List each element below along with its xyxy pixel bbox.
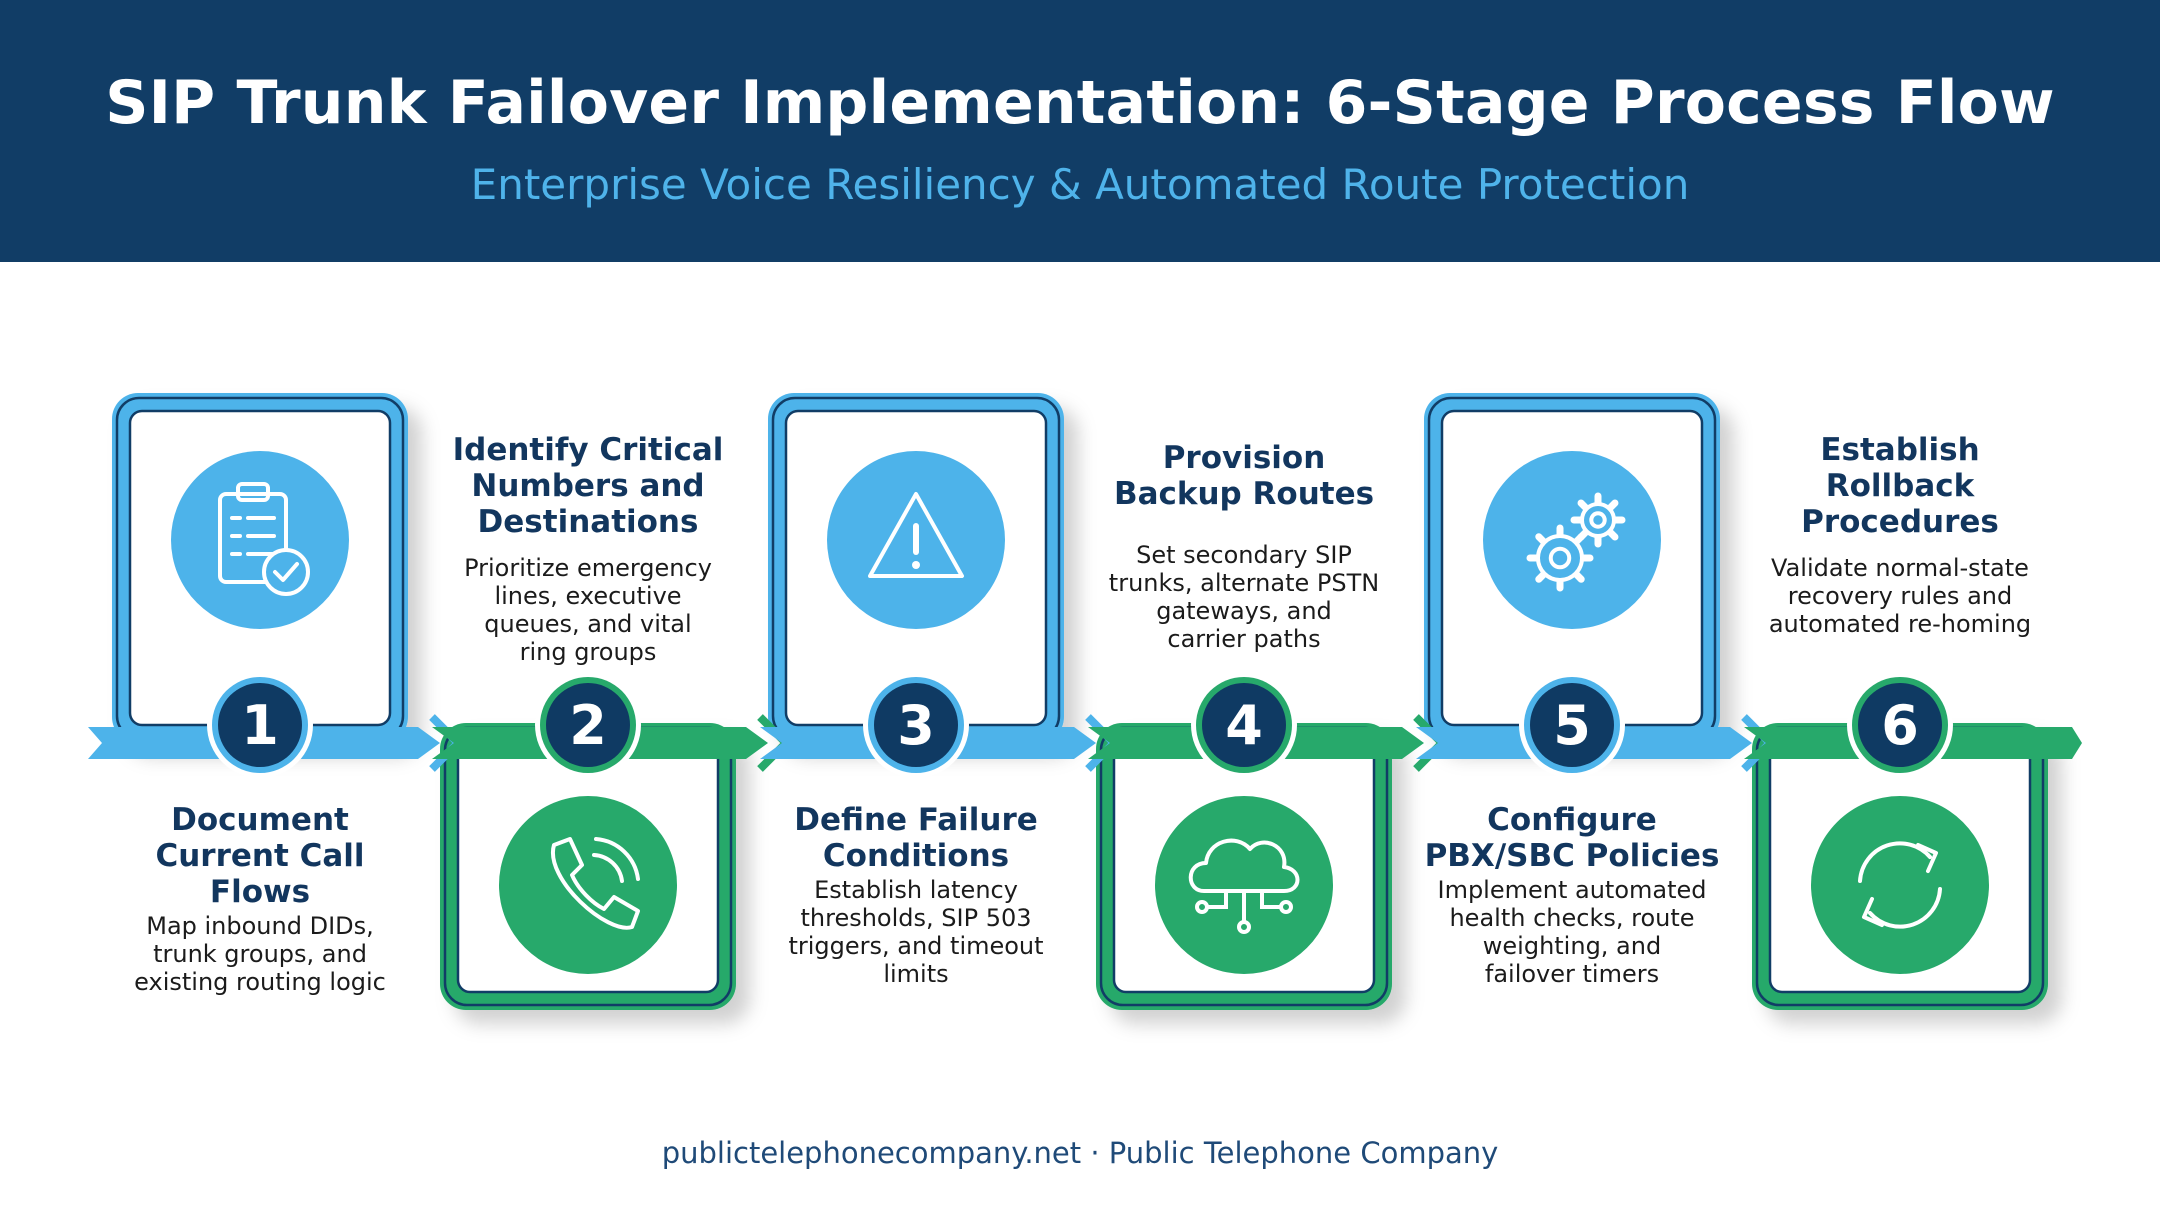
warning-triangle-icon [868,492,964,578]
stage-description-3-line: limits [883,960,949,988]
stage-card-1 [112,393,408,743]
stage-description-4-line: carrier paths [1167,625,1321,653]
stage-title-6-line: Establish [1820,432,1980,468]
stage-description-3-line: Establish latency [814,876,1018,904]
svg-text:4: 4 [1225,694,1263,757]
page-title: SIP Trunk Failover Implementation: 6-Sta… [105,68,2055,138]
stage-title-2-line: Numbers and [471,468,705,504]
stage-description-1-line: Map inbound DIDs, [146,912,374,940]
svg-text:5: 5 [1553,694,1591,757]
stage-title-5-line: Configure [1487,802,1657,838]
stage-card-4 [1096,723,1392,1010]
stage-title-4-line: Provision [1162,440,1326,476]
phone-ringing-icon [550,837,640,930]
stage-number-badge-4: 4 [1191,672,1297,778]
stage-title-5-line: PBX/SBC Policies [1424,838,1720,874]
refresh-cycle-icon [1858,841,1942,929]
stage-title-1-line: Current Call [155,838,365,874]
clipboard-check-icon [218,482,310,596]
stage-description-6-line: Validate normal-state [1771,554,2029,582]
stage-description-3-line: triggers, and timeout [788,932,1044,960]
stage-title-6-line: Rollback [1825,468,1975,504]
stage-description-4-line: trunks, alternate PSTN [1108,569,1380,597]
stage-number-badge-6: 6 [1847,672,1953,778]
stage-number-badge-5: 5 [1519,672,1625,778]
stage-description-2-line: ring groups [519,638,657,666]
stage-title-4-line: Backup Routes [1113,476,1375,512]
stage-number-badge-2: 2 [535,672,641,778]
stage-description-5-line: weighting, and [1482,932,1662,960]
stage-description-6-line: recovery rules and [1787,582,2013,610]
cloud-network-icon [1188,838,1300,934]
stage-description-3-line: thresholds, SIP 503 [800,904,1032,932]
stage-description-4-line: gateways, and [1156,597,1332,625]
stage-title-2-line: Identify Critical [452,432,724,468]
stage-description-5-line: health checks, route [1449,904,1695,932]
stage-number-badge-1: 1 [207,672,313,778]
stage-description-5-line: Implement automated [1437,876,1707,904]
stage-description-1-line: existing routing logic [134,968,386,996]
svg-text:3: 3 [897,694,935,757]
stage-description-1-line: trunk groups, and [153,940,367,968]
stage-description-2-line: Prioritize emergency [464,554,712,582]
stage-description-6-line: automated re-homing [1768,610,2032,638]
svg-text:1: 1 [241,694,279,757]
header-banner: SIP Trunk Failover Implementation: 6-Sta… [0,0,2160,262]
stage-title-3-line: Define Failure [794,802,1038,838]
svg-text:6: 6 [1881,694,1919,757]
footer-credit: publictelephonecompany.net · Public Tele… [661,1136,1499,1170]
stage-title-6-line: Procedures [1801,504,1999,540]
stage-title-2-line: Destinations [477,504,699,540]
stage-description-2-line: lines, executive [494,582,682,610]
stage-card-2 [440,723,736,1010]
stage-description-2-line: queues, and vital [484,610,692,638]
svg-text:2: 2 [569,694,607,757]
stage-card-6 [1752,723,2048,1010]
stage-title-1-line: Flows [209,874,311,910]
stage-description-5-line: failover timers [1484,960,1660,988]
stage-title-3-line: Conditions [822,838,1010,874]
stage-title-1-line: Document [171,802,349,838]
gears-icon [1526,492,1626,592]
stage-card-3 [768,393,1064,743]
stage-card-5 [1424,393,1720,743]
stage-number-badge-3: 3 [863,672,969,778]
stage-description-4-line: Set secondary SIP [1136,541,1352,569]
page-subtitle: Enterprise Voice Resiliency & Automated … [470,160,1690,209]
